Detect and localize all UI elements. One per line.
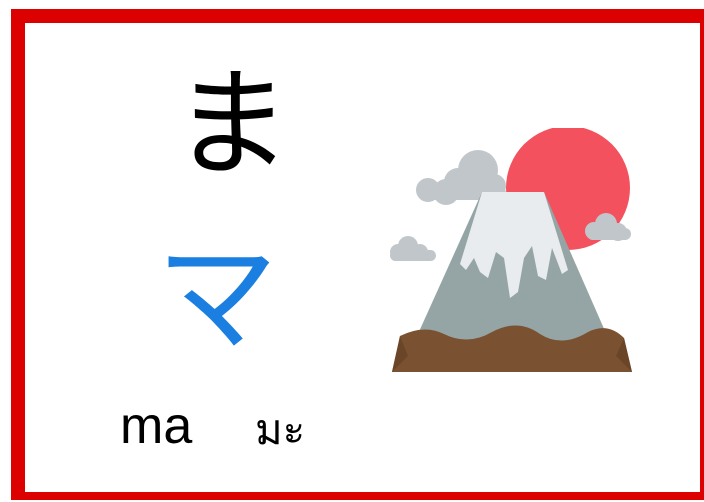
mount-fuji-icon — [390, 128, 632, 372]
snow-cap-shape — [460, 192, 568, 298]
thai-label: มะ — [255, 405, 306, 454]
romaji-label: ma — [120, 397, 193, 455]
cloud-shape — [416, 150, 506, 205]
katakana-character: マ — [156, 227, 278, 369]
cloud-shape — [390, 236, 436, 261]
hiragana-character: ま — [172, 55, 291, 193]
cloud-shape — [585, 213, 631, 241]
ground-shape — [392, 325, 632, 372]
card-frame — [11, 9, 704, 500]
